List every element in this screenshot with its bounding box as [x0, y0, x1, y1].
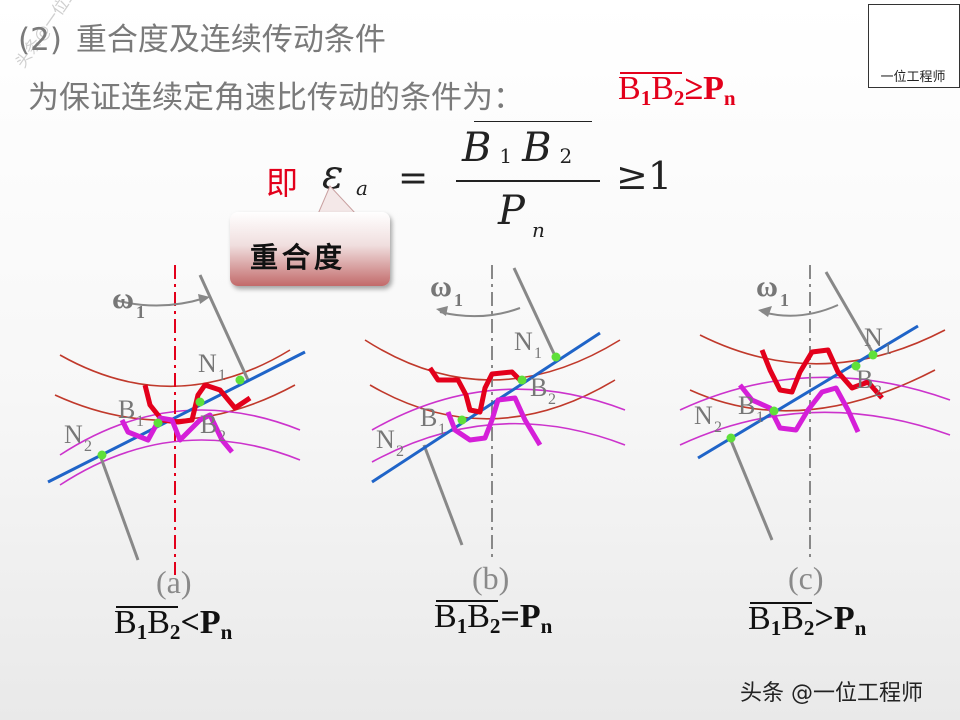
overlap-ratio-callout [230, 212, 390, 286]
panel-b-label-B1-sub: 1 [438, 421, 446, 438]
panel-c-point-N2 [726, 433, 736, 443]
logo-text: 一位工程师 [880, 70, 946, 85]
panel-a-label-B1: B [118, 395, 135, 424]
panel-b-caption: (b) [472, 560, 510, 596]
panel-b-label-N2: N [376, 425, 395, 454]
panel-b-gear2-teeth [445, 395, 543, 447]
panel-c-normal-N2 [728, 437, 774, 541]
fraction-bar [456, 180, 600, 182]
fraction-denominator: P [498, 188, 525, 234]
panel-a-omega-sub: 1 [136, 302, 145, 322]
panel-c-gear2-teeth [738, 383, 861, 434]
section-heading: (2) 重合度及连续传动条件 [18, 14, 386, 59]
panel-a-normal-N2 [98, 454, 140, 561]
panel-b-rotation-arrow [439, 307, 521, 318]
panel-c-normal-N1 [824, 271, 876, 356]
panel-a-point-B2 [195, 397, 205, 407]
panel-b-label-B2-sub: 2 [548, 391, 556, 408]
panel-c-arrowhead [758, 306, 772, 317]
panel-c-label-B1: B [738, 391, 755, 420]
panel-a-label-N2-sub: 2 [84, 438, 92, 455]
panel-c-relation: B1B2>Pn [748, 600, 867, 640]
panel-c-addendum-circle [699, 329, 946, 365]
panel-c-omega-sub: 1 [780, 290, 789, 310]
condition-text: 为保证连续定角速比传动的条件为： [28, 80, 524, 116]
panel-b-diagram: ω 1 N 1 B 2 B 1 N 2 [364, 265, 626, 560]
panel-a-diagram: ω 1 N 1 B 1 B 2 N 2 [47, 265, 306, 575]
panel-b-normal-N1 [512, 267, 558, 359]
panel-a-omega: ω [112, 282, 134, 315]
panel-b-label-B2: B [530, 373, 547, 402]
ge-one: ≥1 [616, 154, 673, 198]
panel-b-omega-sub: 1 [454, 290, 463, 310]
panel-b-point-N1 [551, 352, 561, 362]
panel-c-omega: ω [756, 270, 778, 303]
panel-a-label-B1-sub: 1 [136, 413, 144, 430]
panel-b-point-B2 [517, 375, 527, 385]
panel-b-label-N2-sub: 2 [396, 443, 404, 460]
panel-a-gear2-circle [59, 409, 301, 456]
panel-b-arrowhead [436, 306, 448, 316]
callout-pointer [317, 185, 358, 215]
callout-text: 重合度 [250, 241, 347, 274]
panel-a-rotation-arrow [114, 297, 206, 307]
panel-c-label-B2: B [856, 365, 873, 394]
panel-c-label-B1-sub: 1 [756, 409, 764, 426]
panel-c-gear2-root-circle [679, 411, 951, 446]
panel-a-label-N1-sub: 1 [218, 367, 226, 384]
watermark: 头条 @一位工程师 [740, 681, 923, 706]
panel-a-arrowhead [198, 294, 210, 304]
panel-c-label-B2-sub: 2 [874, 383, 882, 400]
panel-a-point-B1 [153, 418, 163, 428]
panel-c-rotation-arrow [761, 304, 839, 317]
panel-b-normal-N2 [422, 444, 464, 546]
panel-b-gear2-root-circle [371, 422, 626, 463]
panel-c-gear2-circle [679, 376, 951, 411]
panel-a-caption: (a) [156, 564, 192, 600]
panel-a-point-N2 [97, 450, 107, 460]
panel-b-label-N1-sub: 1 [534, 345, 542, 362]
panel-c-diagram: ω 1 N 1 B 2 B 1 N 2 [679, 265, 951, 560]
panel-c-point-N1 [868, 350, 878, 360]
panel-c-point-B2 [851, 361, 861, 371]
condition-formula: B1B2≥Pn [618, 70, 736, 110]
panel-c-point-B1 [769, 406, 779, 416]
panel-c-gear1-teeth [759, 347, 884, 400]
panel-c-caption: (c) [788, 560, 824, 596]
panel-a-normal-N1 [198, 274, 250, 381]
panel-a-point-N1 [235, 375, 245, 385]
epsilon-subscript: a [356, 176, 368, 200]
panel-b-relation: B1B2=Pn [434, 598, 553, 638]
panel-a-label-B2-sub: 2 [218, 428, 226, 445]
panel-c-label-N2: N [694, 401, 713, 430]
formula-prefix: 即 [266, 164, 299, 202]
panel-c-label-N1: N [864, 323, 883, 352]
panel-b-label-B1: B [420, 403, 437, 432]
fraction-denominator-sub: n [532, 218, 545, 242]
panel-c-label-N1-sub: 1 [884, 341, 892, 358]
section-title: 重合度及连续传动条件 [75, 22, 386, 58]
panel-a-gear1-teeth [142, 382, 252, 425]
panel-b-line-of-action [371, 331, 601, 484]
panel-a-line-of-action [47, 350, 306, 484]
epsilon-symbol: ε [322, 152, 344, 198]
panel-a-relation: B1B2<Pn [114, 604, 233, 644]
panel-a-gear2-root-circle [59, 439, 301, 486]
equals-sign: = [398, 158, 429, 199]
section-number: (2) [18, 22, 62, 58]
panel-a-label-N1: N [198, 349, 217, 378]
panel-b-gear2-circle [371, 388, 626, 431]
panel-b-omega: ω [430, 270, 452, 303]
panel-c-label-N2-sub: 2 [714, 419, 722, 436]
panel-b-gear1-teeth [427, 366, 524, 415]
numerator-overline [474, 121, 592, 122]
panel-a-label-B2: B [200, 410, 217, 439]
panel-a-label-N2: N [64, 420, 83, 449]
panel-a-gear2-teeth [119, 412, 234, 454]
panel-b-point-B1 [457, 415, 467, 425]
panel-b-label-N1: N [514, 327, 533, 356]
